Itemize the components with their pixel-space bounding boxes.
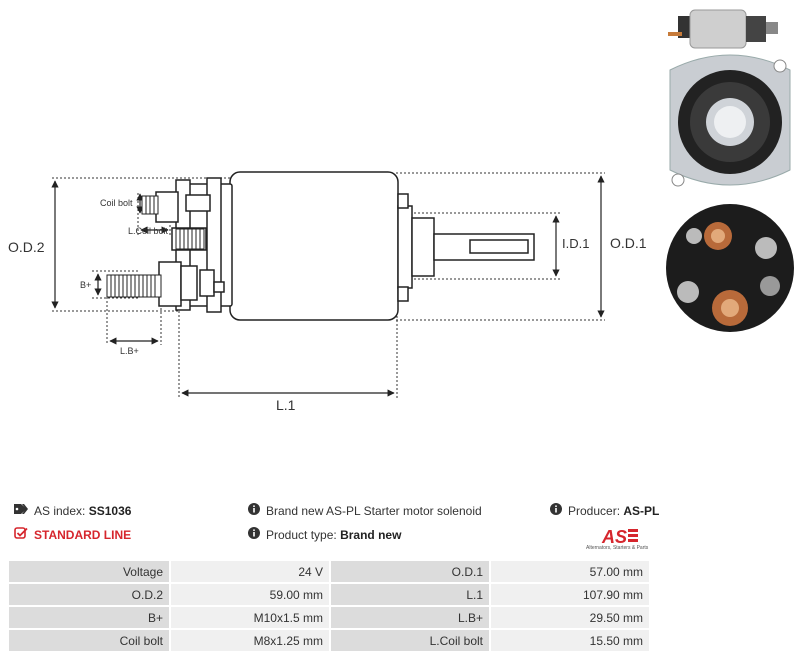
coil-bolt-label: Coil bolt xyxy=(100,198,133,208)
spec-value: M8x1.25 mm xyxy=(169,630,329,651)
svg-text:AS: AS xyxy=(601,527,627,547)
description-row: Brand new AS-PL Starter motor solenoid xyxy=(248,503,482,518)
product-info: AS index: SS1036 STANDARD LINE Brand new… xyxy=(14,503,659,553)
producer-value: AS-PL xyxy=(623,503,660,518)
info-icon xyxy=(248,503,260,518)
spec-value: 15.50 mm xyxy=(489,630,649,651)
l-coil-bolt-label: L.Coil bolt xyxy=(128,226,169,236)
id1-label: I.D.1 xyxy=(562,236,589,251)
bplus-label: B+ xyxy=(80,280,91,290)
as-index-label: AS index: xyxy=(34,503,86,518)
standard-line-label: STANDARD LINE xyxy=(34,527,132,542)
spec-key: O.D.2 xyxy=(9,584,169,605)
tag-icon xyxy=(14,503,28,518)
product-photos xyxy=(666,9,794,332)
spec-value: 24 V xyxy=(169,561,329,582)
standard-line-row: STANDARD LINE xyxy=(14,527,131,542)
product-photo-terminals xyxy=(666,204,794,332)
as-index-value: SS1036 xyxy=(88,503,132,518)
spec-key: Voltage xyxy=(9,561,169,582)
product-type-row: Product type: Brand new xyxy=(248,527,401,542)
lbplus-label: L.B+ xyxy=(120,346,139,356)
spec-key: L.1 xyxy=(329,584,489,605)
as-index-row: AS index: SS1036 xyxy=(14,503,131,518)
spec-value: 29.50 mm xyxy=(489,607,649,628)
spec-value: M10x1.5 mm xyxy=(169,607,329,628)
l1-label: L.1 xyxy=(276,397,296,413)
od2-label: O.D.2 xyxy=(8,239,45,255)
spec-value: 107.90 mm xyxy=(489,584,649,605)
info-icon xyxy=(550,503,562,518)
od1-label: O.D.1 xyxy=(610,235,647,251)
spec-key: O.D.1 xyxy=(329,561,489,582)
producer-logo-subtitle: Alternators, Starters & Parts xyxy=(586,545,649,551)
check-square-icon xyxy=(14,527,28,542)
spec-value: 57.00 mm xyxy=(489,561,649,582)
technical-drawing: O.D.2 O.D.1 I.D.1 L.1 Coil bolt L.Coil b… xyxy=(8,171,647,413)
spec-key: Coil bolt xyxy=(9,630,169,651)
producer-row: Producer: AS-PL xyxy=(550,503,659,518)
spec-key: L.B+ xyxy=(329,607,489,628)
producer-logo: AS xyxy=(601,527,638,547)
product-type-label: Product type: xyxy=(266,527,337,542)
info-icon xyxy=(248,527,260,542)
product-type-value: Brand new xyxy=(340,527,402,542)
spec-value: 59.00 mm xyxy=(169,584,329,605)
producer-label: Producer: xyxy=(568,503,621,518)
spec-key: B+ xyxy=(9,607,169,628)
product-photo-flange xyxy=(669,54,791,187)
spec-key: L.Coil bolt xyxy=(329,630,489,651)
product-photo-side xyxy=(668,9,778,49)
product-description: Brand new AS-PL Starter motor solenoid xyxy=(266,503,482,518)
